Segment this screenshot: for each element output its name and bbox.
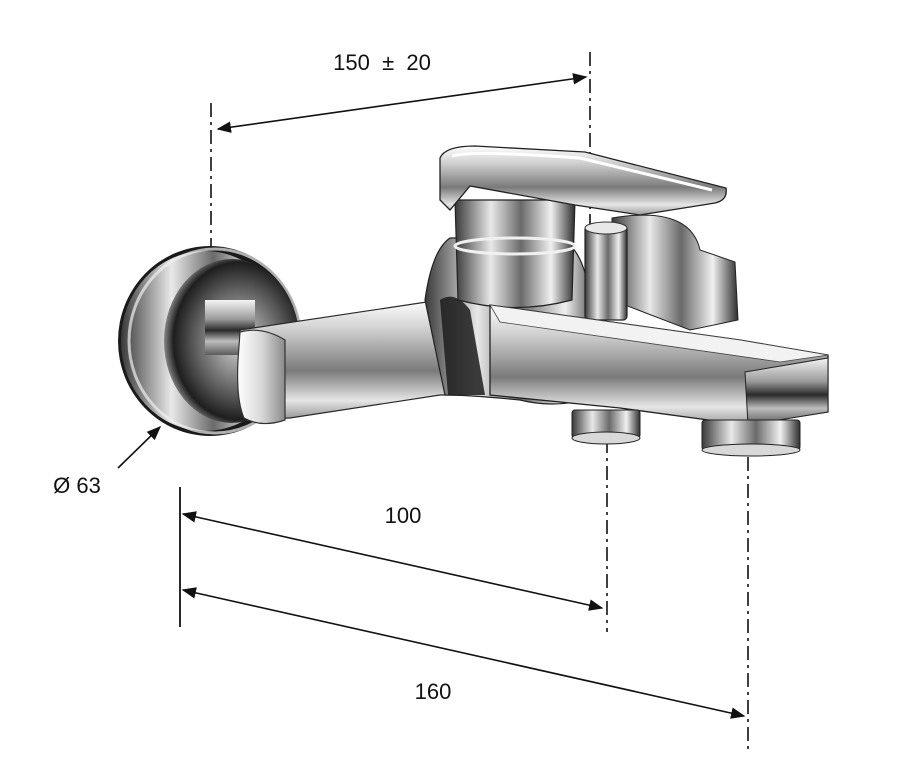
faucet-illustration xyxy=(118,145,829,457)
cartridge-ring xyxy=(453,236,577,256)
lever-handle xyxy=(439,145,727,216)
outlet-connector-two xyxy=(701,419,801,457)
dimension-arrow-100 xyxy=(181,511,604,611)
outlet-connector-one xyxy=(571,409,641,445)
diverter-knob-top xyxy=(584,221,628,235)
spout-end-face xyxy=(744,357,829,426)
label-rosette-diameter: Ø 63 xyxy=(53,473,101,498)
column-shadow xyxy=(440,296,485,395)
lever-top-highlight xyxy=(451,151,713,192)
label-width-tolerance: 150 ± 20 xyxy=(333,50,431,75)
body-end-cap xyxy=(237,329,286,425)
dimension-arrow-150 xyxy=(216,73,588,133)
spout-top-face xyxy=(489,304,829,363)
label-outlet-one: 100 xyxy=(385,503,422,528)
diverter-knob xyxy=(584,224,628,321)
dimension-arrow-160 xyxy=(181,587,746,719)
rear-housing xyxy=(611,214,739,331)
leader-arrow-diameter xyxy=(117,425,162,469)
dimension-lines xyxy=(117,52,749,752)
label-outlet-two: 160 xyxy=(415,679,452,704)
